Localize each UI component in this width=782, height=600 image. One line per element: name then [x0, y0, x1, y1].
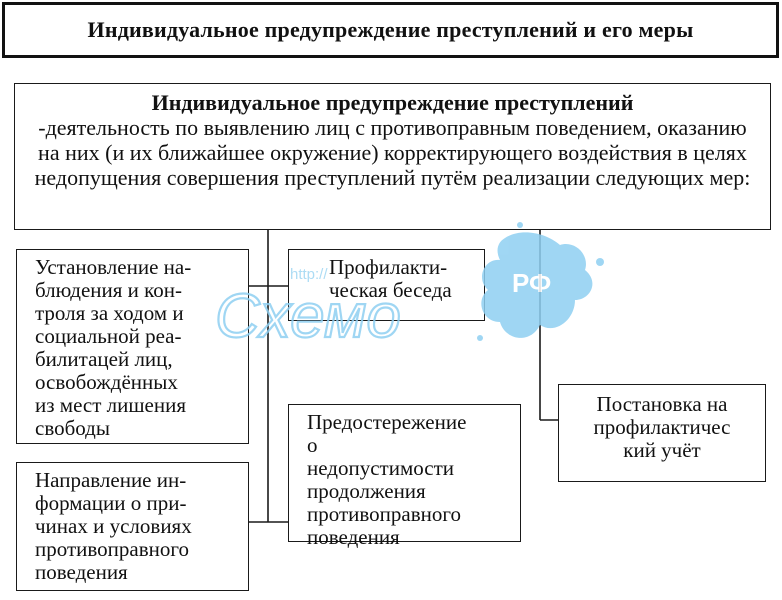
definition-box: Индивидуальное предупреждение преступлен… [14, 83, 771, 230]
definition-text: -деятельность по выявлению лиц с противо… [34, 115, 751, 190]
definition-heading: Индивидуальное предупреждение преступлен… [151, 90, 634, 115]
measure-text-warning: Предостережение о недопустимости продолж… [307, 410, 467, 549]
measure-text-supervision: Установление на- блюдения и кон- троля з… [35, 255, 192, 440]
measure-text-conversation: Профилакти- ческая беседа [329, 255, 452, 302]
page-title: Индивидуальное предупреждение преступлен… [87, 17, 694, 42]
watermark-splash-icon [481, 232, 593, 338]
measure-box-warning: Предостережение о недопустимости продолж… [288, 404, 521, 549]
measure-text-registration: Постановка на профилактичес кий учёт [593, 392, 731, 462]
watermark-suffix: РФ [512, 268, 551, 298]
measure-box-information: Направление ин- формации о при- чинах и … [16, 462, 249, 591]
measure-text-information: Направление ин- формации о при- чинах и … [35, 468, 192, 584]
measure-box-registration: Постановка на профилактичес кий учёт [558, 384, 766, 482]
page-title-box: Индивидуальное предупреждение преступлен… [2, 2, 779, 58]
measure-box-supervision: Установление на- блюдения и кон- троля з… [16, 249, 249, 444]
measure-box-conversation: Профилакти- ческая беседа [288, 249, 485, 321]
